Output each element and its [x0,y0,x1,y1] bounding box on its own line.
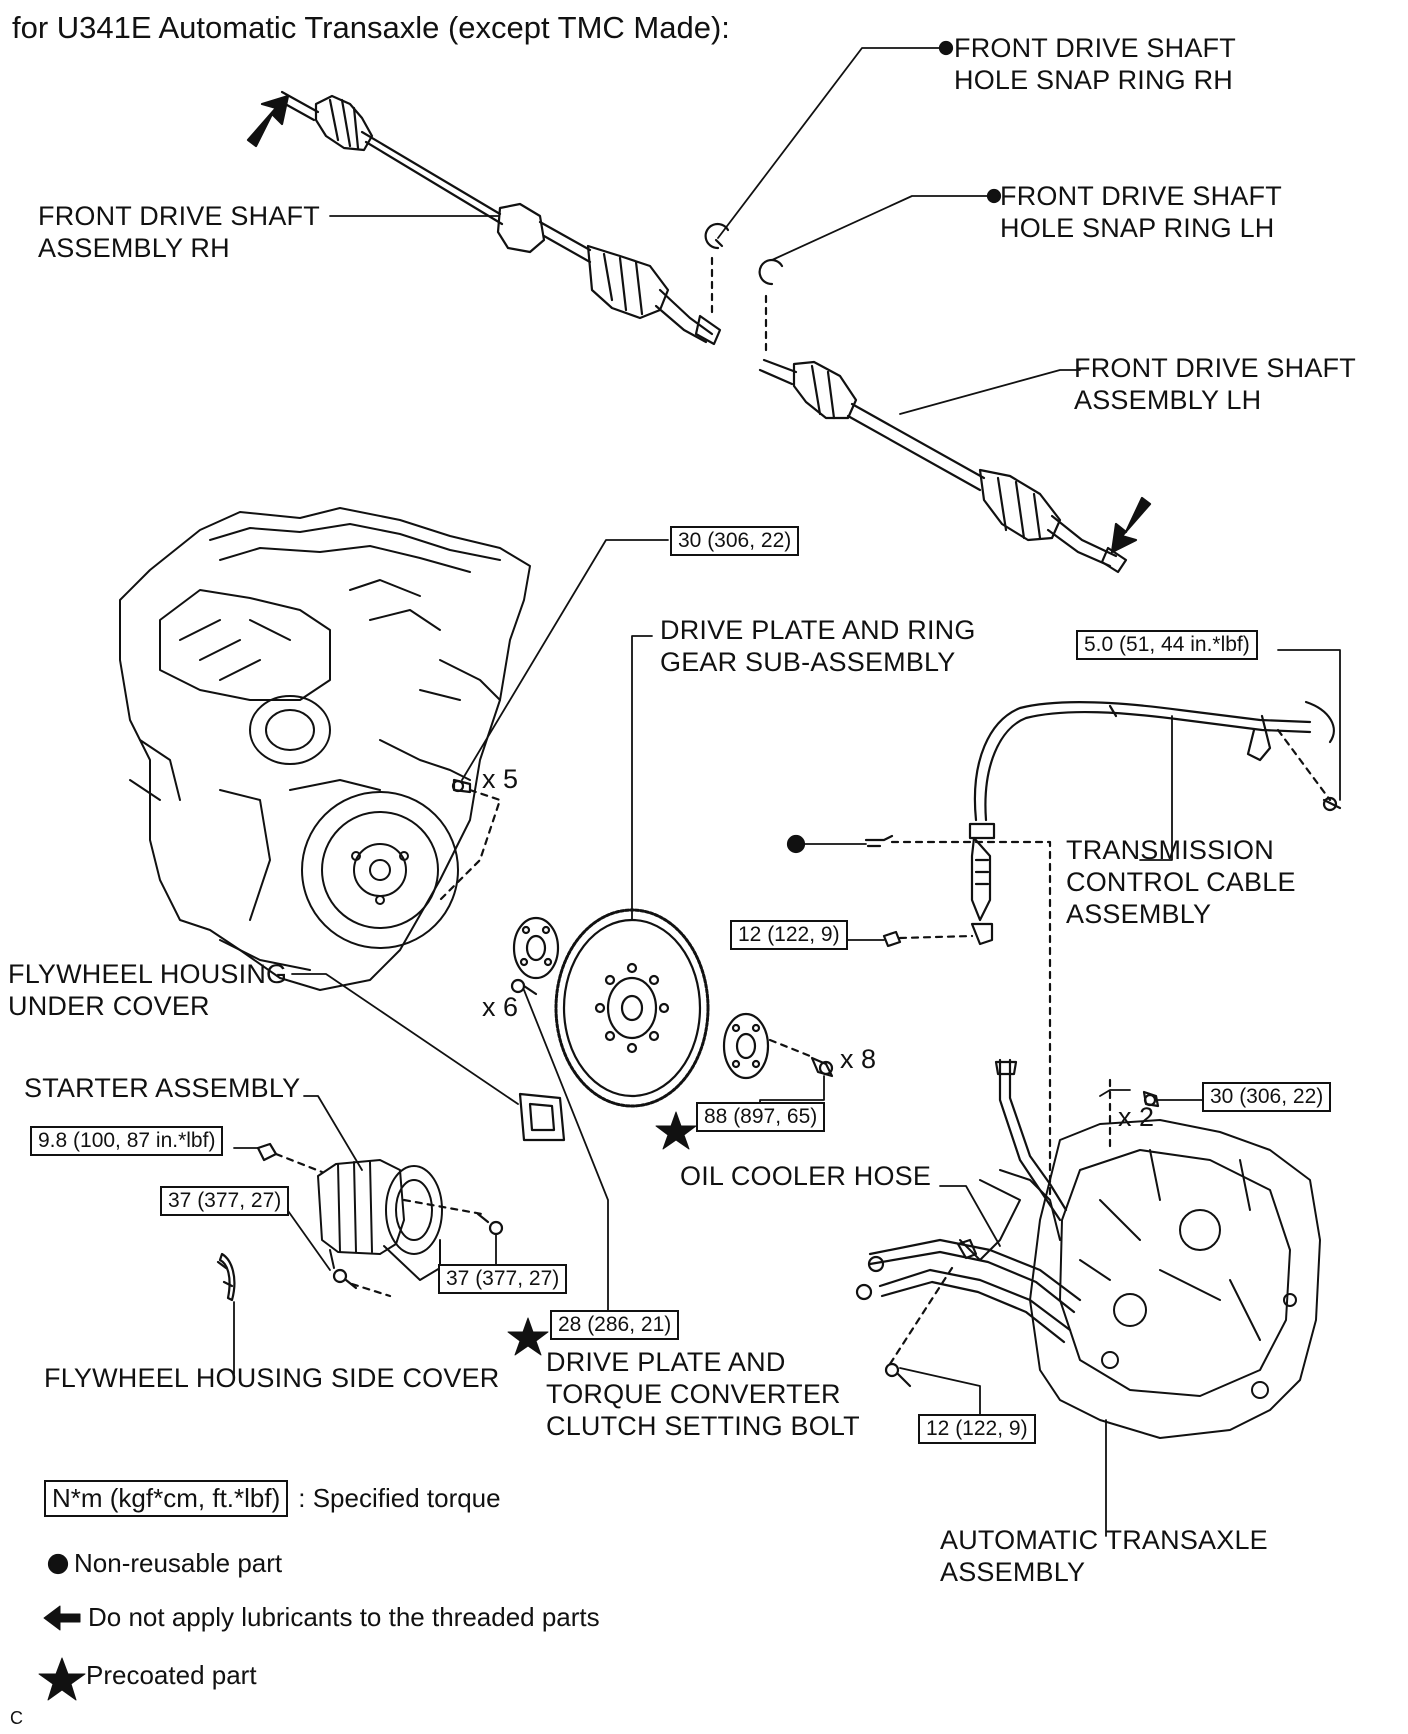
legend-torque-box: N*m (kgf*cm, ft.*lbf) [44,1480,289,1517]
label-shaft-rh-2: ASSEMBLY RH [38,233,230,263]
legend-torque-row: N*m (kgf*cm, ft.*lbf) : Specified torque [44,1480,501,1517]
cable-nut-icon [882,930,902,948]
drive-plate-spacer-illustration [512,916,560,980]
torque-setting-bolt: 28 (286, 21) [550,1310,680,1340]
flywheel-under-cover-icon [518,1092,566,1142]
hose-clamp-icon [855,1255,885,1301]
precoated-star-plate [655,1111,697,1150]
diagram-title: for U341E Automatic Transaxle (except TM… [12,10,730,45]
legend-non-reusable-text: Non-reusable part [74,1548,283,1578]
legend-arrow-icon [43,1605,81,1631]
torque-drive-plate-bolts: 88 (897, 65) [696,1102,826,1132]
drive-plate-ring-gear-illustration [554,908,710,1108]
front-drive-shaft-rh-illustration [276,90,722,346]
transaxle-bolt-icon [1142,1090,1160,1108]
drive-plate-rear-spacer-illustration [722,1012,770,1080]
snap-ring-lh-illustration [758,258,784,286]
label-snap-ring-lh-2: HOLE SNAP RING LH [1000,213,1275,243]
no-lubricant-arrow-lh [1110,496,1152,554]
label-flywheel-under-cover-2: UNDER COVER [8,991,210,1021]
starter-assembly-illustration [317,1159,443,1281]
hose-bolt-icon [884,1362,912,1388]
automatic-transaxle-illustration [959,1119,1321,1439]
torque-starter-bolt-upper: 37 (377, 27) [438,1264,568,1294]
front-drive-shaft-lh-illustration [758,358,1128,574]
plate-bolt-icon [810,1056,834,1078]
transmission-control-cable-illustration [968,700,1335,946]
torque-hose-bolt: 12 (122, 9) [918,1414,1036,1444]
oil-cooler-hose-illustration [868,1058,1082,1344]
legend-no-lubricant-row: Do not apply lubricants to the threaded … [88,1602,600,1633]
snap-ring-rh-illustration [704,222,730,250]
torque-cable-nut: 12 (122, 9) [730,920,848,950]
setting-bolt-icon [510,978,538,996]
torque-transaxle-bolts: 30 (306, 22) [1202,1082,1332,1112]
count-plate-bolts: x 8 [840,1044,877,1074]
engine-illustration [119,507,531,991]
starter-bolt-upper-icon [476,1212,504,1236]
legend-star-icon [38,1657,86,1701]
label-shaft-rh-1: FRONT DRIVE SHAFT [38,201,320,231]
label-shaft-lh-1: FRONT DRIVE SHAFT [1074,353,1356,383]
figure-code: C [10,1708,23,1728]
torque-cable-bracket: 5.0 (51, 44 in.*lbf) [1076,630,1258,660]
legend-precoated-text: Precoated part [86,1660,257,1690]
count-engine-bolts: x 5 [482,764,519,794]
torque-engine-bolts: 30 (306, 22) [670,526,800,556]
flywheel-side-cover-icon [216,1252,236,1302]
legend-torque-text: : Specified torque [298,1483,501,1513]
label-shaft-lh-2: ASSEMBLY LH [1074,385,1262,415]
label-snap-ring-rh-1: FRONT DRIVE SHAFT [954,33,1236,63]
label-starter-assembly: STARTER ASSEMBLY [24,1073,301,1103]
label-snap-ring-lh-1: FRONT DRIVE SHAFT [1000,181,1282,211]
legend-precoated-row: Precoated part [86,1660,257,1691]
label-control-cable-2: CONTROL CABLE [1066,867,1296,897]
count-transaxle-bolts: x 2 [1118,1102,1155,1132]
legend-dot-icon [47,1553,69,1575]
torque-starter-bolt-lower: 37 (377, 27) [160,1186,290,1216]
label-flywheel-side-cover: FLYWHEEL HOUSING SIDE COVER [44,1363,500,1393]
starter-nut-icon [256,1142,278,1162]
label-drive-plate-2: GEAR SUB-ASSEMBLY [660,647,956,677]
count-setting-bolts: x 6 [482,992,519,1022]
label-oil-cooler-hose: OIL COOLER HOSE [680,1161,932,1191]
label-flywheel-under-cover-1: FLYWHEEL HOUSING [8,959,288,989]
label-setting-bolt-1: DRIVE PLATE AND [546,1347,786,1377]
label-transaxle-1: AUTOMATIC TRANSAXLE [940,1525,1268,1555]
label-drive-plate-1: DRIVE PLATE AND RING [660,615,976,645]
label-control-cable-3: ASSEMBLY [1066,899,1212,929]
no-lubricant-arrow-rh [246,94,290,148]
legend-no-lubricant-text: Do not apply lubricants to the threaded … [88,1602,600,1632]
label-setting-bolt-3: CLUTCH SETTING BOLT [546,1411,860,1441]
precoated-star-setting-bolt [507,1317,549,1356]
label-control-cable-1: TRANSMISSION [1066,835,1274,865]
label-snap-ring-rh-2: HOLE SNAP RING RH [954,65,1233,95]
engine-bolt-icon [451,778,472,794]
legend-non-reusable-row: Non-reusable part [74,1548,282,1579]
torque-starter-nut: 9.8 (100, 87 in.*lbf) [30,1126,224,1156]
label-transaxle-2: ASSEMBLY [940,1557,1086,1587]
label-setting-bolt-2: TORQUE CONVERTER [546,1379,841,1409]
